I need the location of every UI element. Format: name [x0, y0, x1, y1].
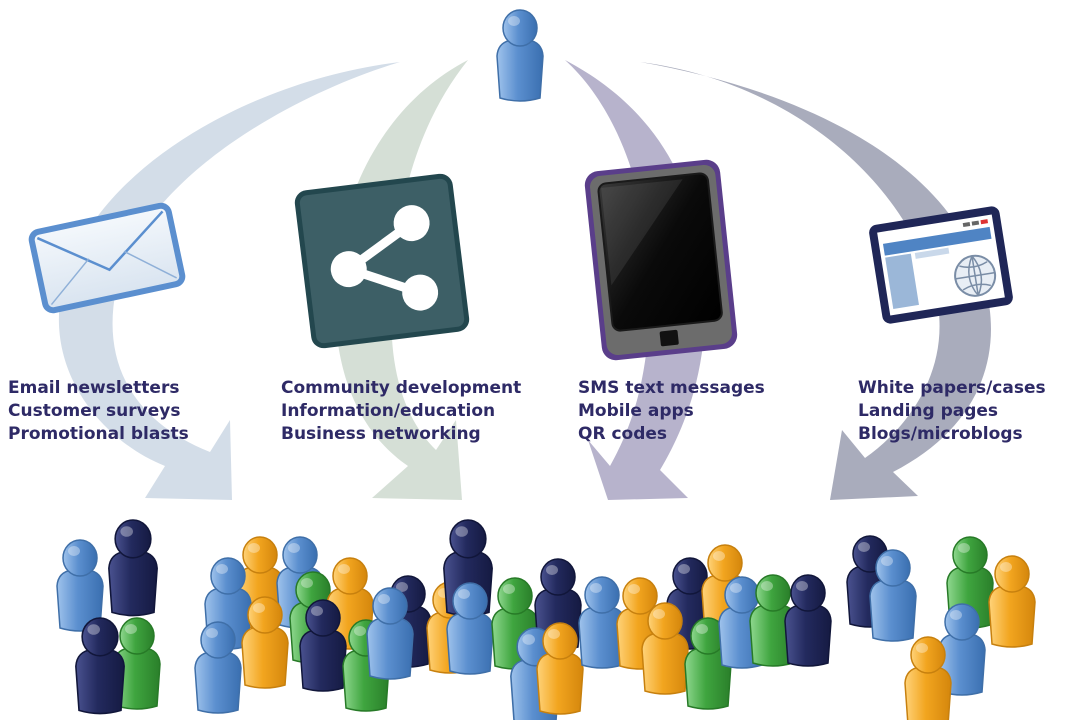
- person-icon: [578, 576, 626, 669]
- label-email: Email newsletters Customer surveys Promo…: [8, 377, 189, 446]
- person-icon: [113, 617, 161, 710]
- label-item: Blogs/microblogs: [858, 424, 1023, 444]
- label-item: Mobile apps: [578, 401, 694, 421]
- label-web: White papers/cases Landing pages Blogs/m…: [858, 377, 1046, 446]
- audience-crowd: [56, 9, 1036, 724]
- person-icon: [904, 636, 952, 724]
- person-icon: [56, 539, 104, 632]
- person-icon: [641, 602, 689, 695]
- label-mobile: SMS text messages Mobile apps QR codes: [578, 377, 765, 446]
- person-icon: [299, 599, 347, 692]
- person-icon: [194, 621, 242, 714]
- label-item: Email newsletters: [8, 378, 180, 398]
- envelope-icon: [28, 202, 186, 314]
- label-item: Landing pages: [858, 401, 999, 421]
- label-item: Customer surveys: [8, 401, 181, 421]
- label-item: White papers/cases: [858, 378, 1046, 398]
- arrow-social: [335, 60, 468, 500]
- arrows: [58, 60, 991, 500]
- person-icon: [784, 574, 832, 667]
- label-item: Promotional blasts: [8, 424, 189, 444]
- label-item: Community development: [281, 378, 522, 398]
- person-icon: [988, 555, 1036, 648]
- person-icon: [684, 617, 732, 710]
- person-icon: [108, 519, 158, 617]
- label-item: QR codes: [578, 424, 668, 444]
- person-icon: [496, 9, 544, 102]
- label-item: Business networking: [281, 424, 481, 444]
- person-icon: [536, 622, 584, 715]
- person-icon: [366, 587, 414, 680]
- person-icon: [869, 549, 917, 642]
- arrow-email: [58, 62, 400, 500]
- person-icon: [241, 596, 289, 689]
- label-item: SMS text messages: [578, 378, 765, 398]
- share-icon: [294, 173, 470, 349]
- webpage-icon: [869, 206, 1013, 324]
- person-icon: [446, 582, 494, 675]
- label-social: Community development Information/educat…: [281, 377, 521, 446]
- arrow-web: [640, 62, 991, 500]
- person-icon: [75, 617, 125, 715]
- smartphone-icon: [584, 159, 738, 361]
- label-item: Information/education: [281, 401, 496, 421]
